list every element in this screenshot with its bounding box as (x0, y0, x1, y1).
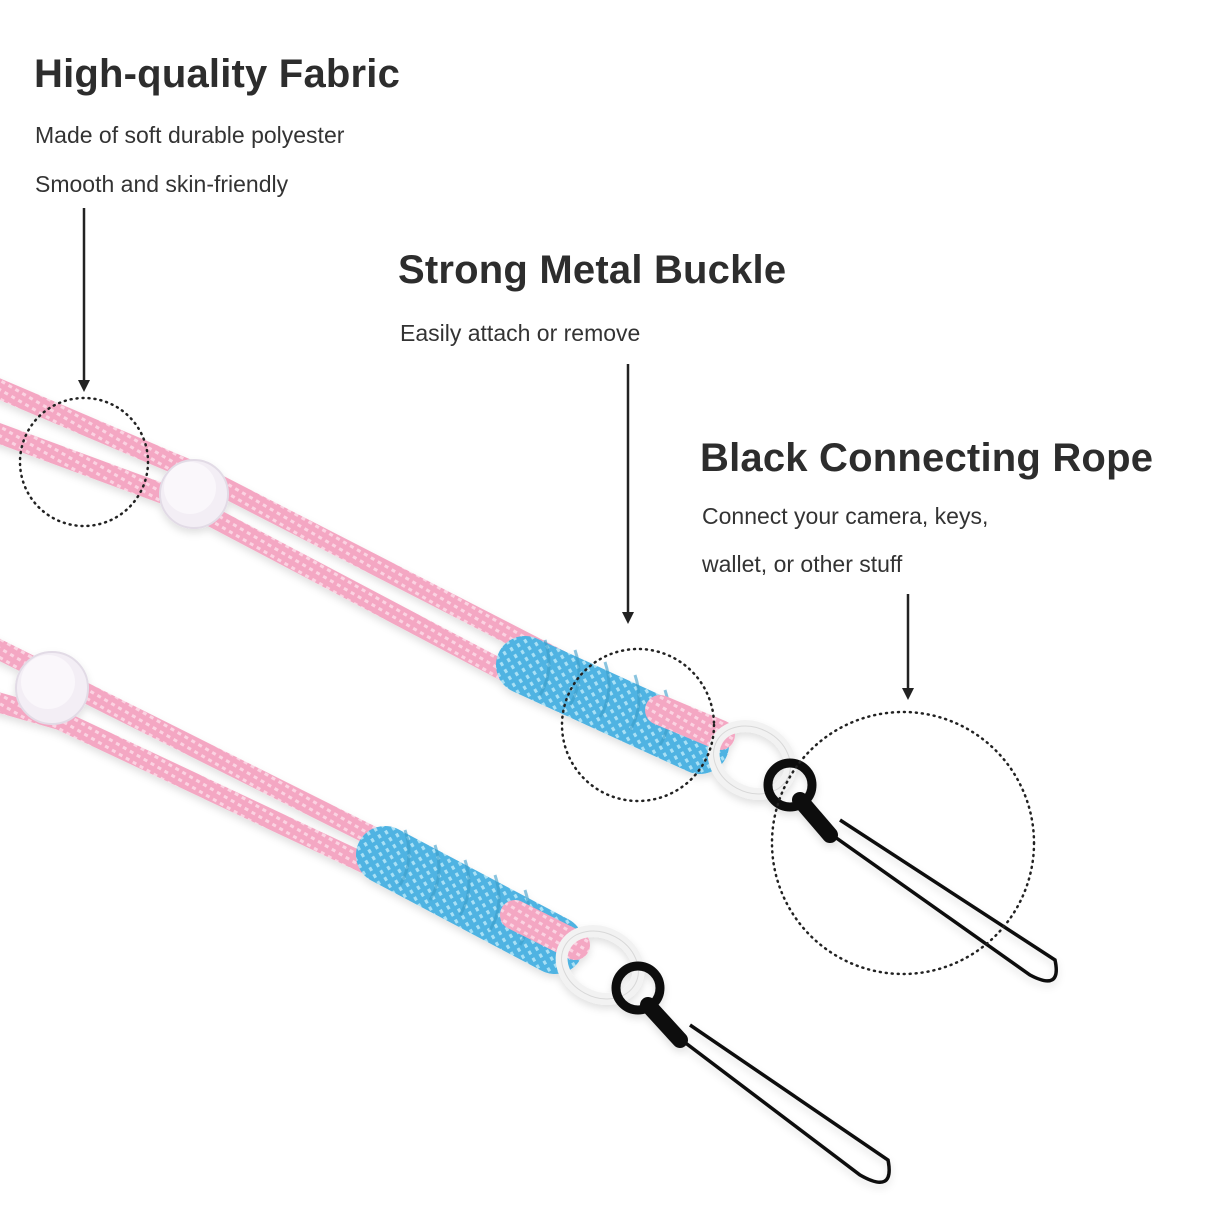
arrow-down-icon (902, 594, 914, 700)
upper-lanyard (0, 378, 1058, 983)
feature-desc-rope-2: wallet, or other stuff (702, 551, 903, 577)
feature-desc-buckle-1: Easily attach or remove (400, 320, 641, 346)
lower-lanyard (0, 638, 891, 1185)
arrow-down-icon (78, 208, 90, 392)
cord-stopper-icon (15, 651, 89, 725)
knot-wrap (496, 636, 735, 774)
highlight-circle-fabric (18, 396, 150, 528)
highlight-circle-buckle (560, 647, 716, 803)
feature-title-buckle: Strong Metal Buckle (398, 248, 787, 292)
feature-desc-fabric-2: Smooth and skin-friendly (35, 171, 289, 197)
highlight-circle-rope (770, 710, 1036, 976)
black-rope-icon (611, 961, 891, 1185)
arrow-down-icon (622, 364, 634, 624)
feature-title-fabric: High-quality Fabric (34, 52, 401, 96)
feature-title-rope: Black Connecting Rope (700, 436, 1154, 480)
feature-desc-fabric-1: Made of soft durable polyester (35, 122, 345, 148)
feature-desc-rope-1: Connect your camera, keys, (702, 503, 989, 529)
knot-wrap (356, 826, 590, 974)
cord-stopper-icon (159, 459, 229, 529)
black-rope-icon (763, 758, 1058, 983)
